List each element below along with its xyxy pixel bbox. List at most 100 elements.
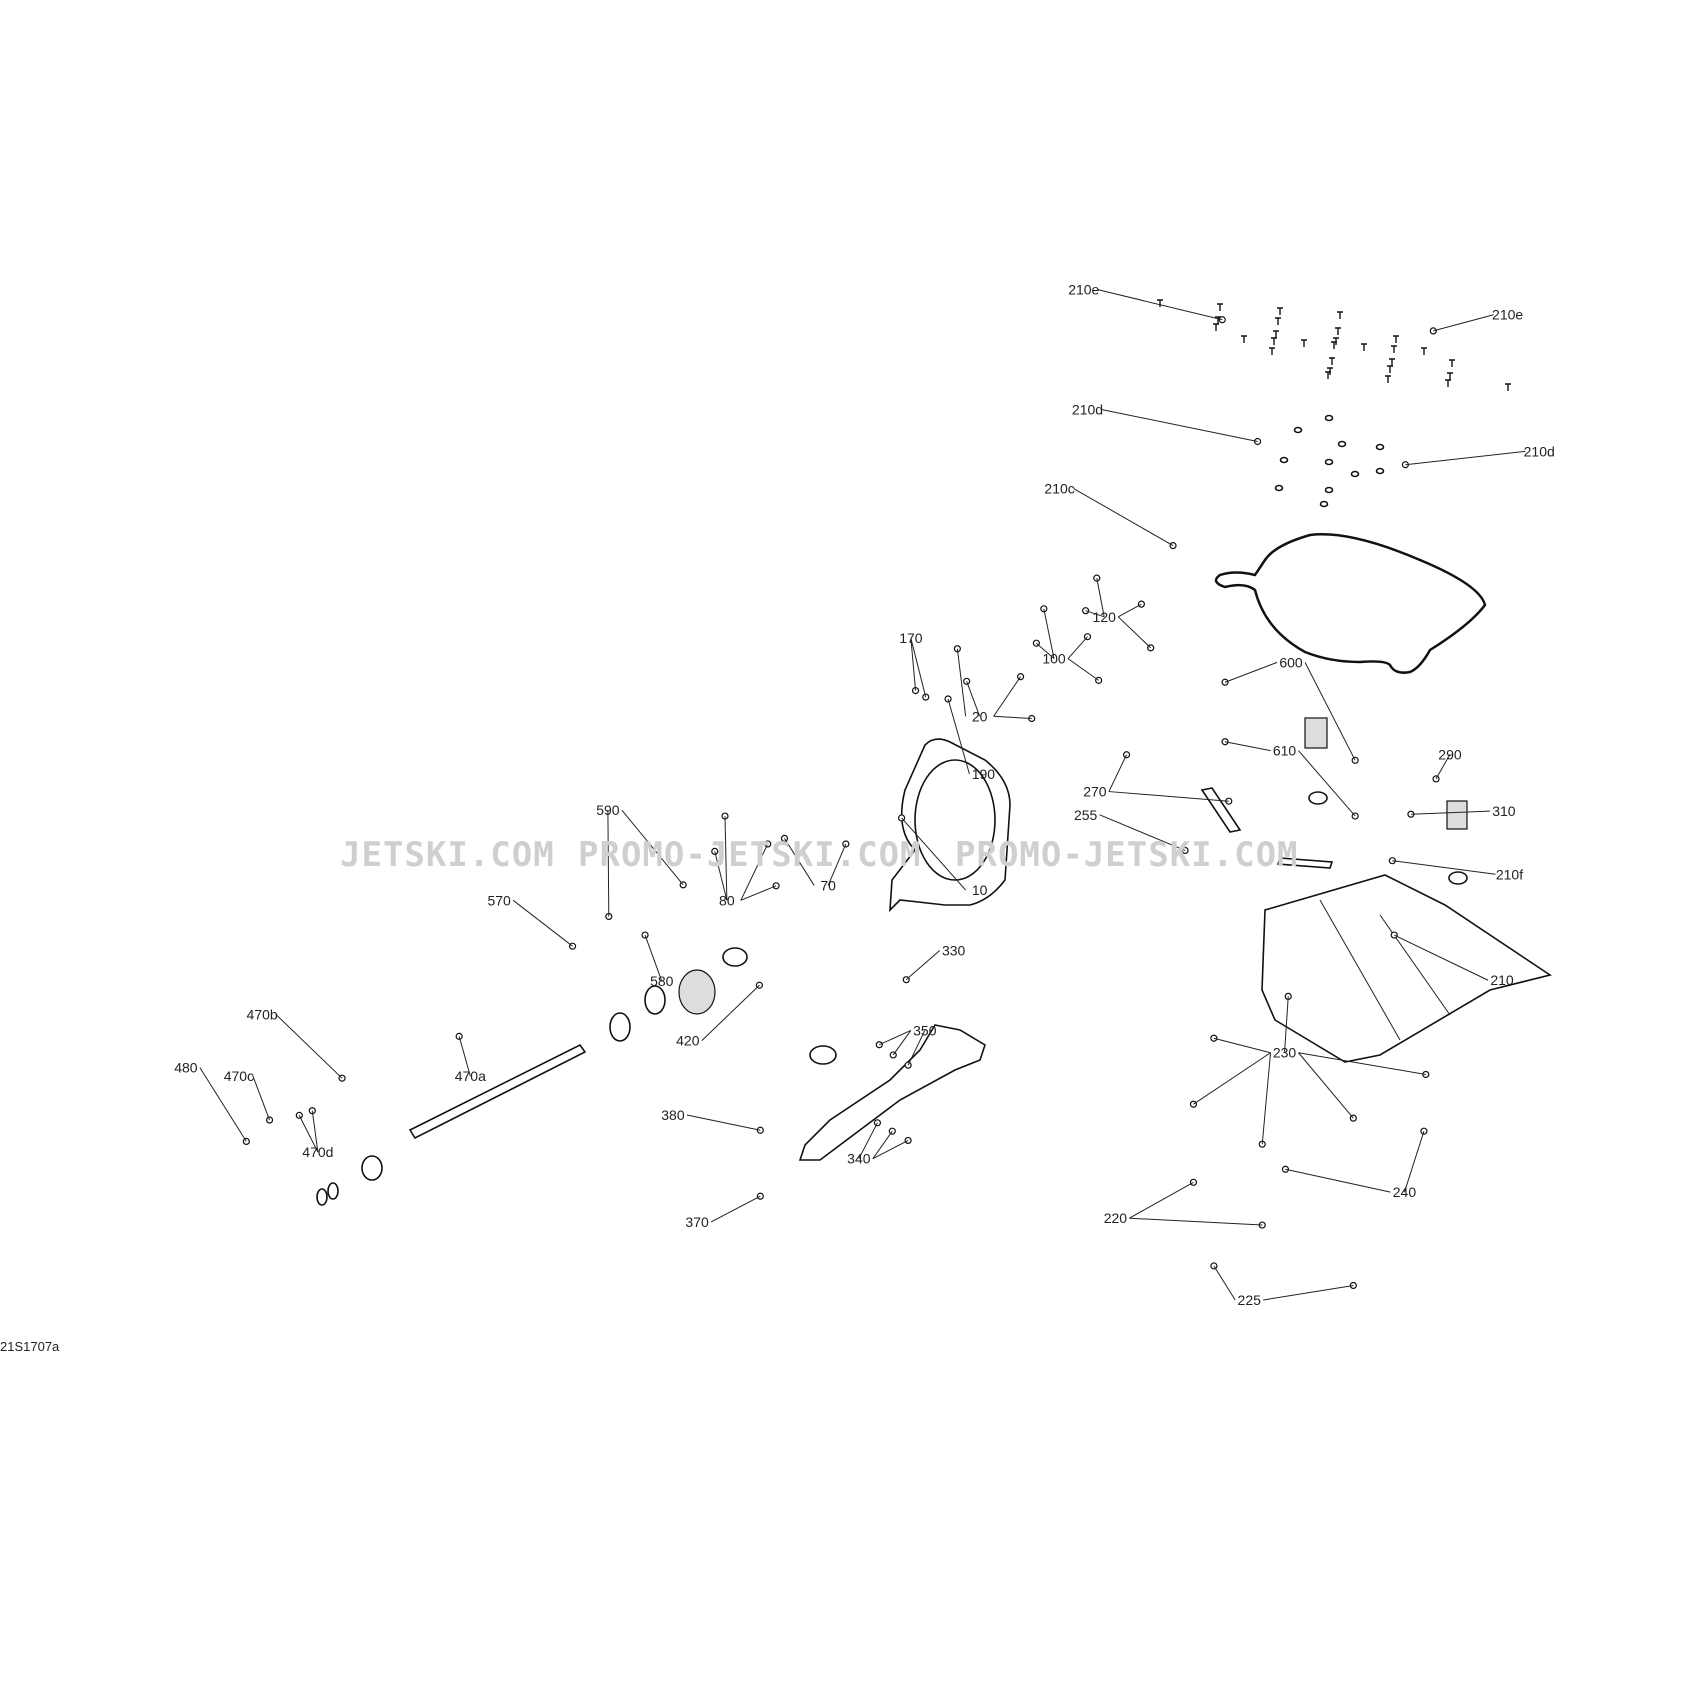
leader-line bbox=[1433, 314, 1494, 332]
screw-icon bbox=[1329, 357, 1335, 365]
callout-label: 220 bbox=[1104, 1210, 1128, 1226]
callout-label: 310 bbox=[1492, 803, 1516, 819]
callout-label: 170 bbox=[899, 630, 923, 646]
screw-icon bbox=[1505, 383, 1511, 391]
leader-line bbox=[710, 1195, 761, 1223]
leader-line bbox=[1193, 1052, 1271, 1105]
leader-line bbox=[1298, 1052, 1426, 1075]
watermark-text: JETSKI.COM bbox=[340, 835, 555, 875]
callout-label: 470a bbox=[455, 1068, 486, 1084]
screw-icon bbox=[1157, 299, 1163, 307]
leader-line bbox=[252, 1075, 271, 1121]
leader-line bbox=[901, 817, 967, 891]
leader-line bbox=[724, 816, 728, 901]
leader-line bbox=[1298, 1052, 1354, 1119]
callout-label: 370 bbox=[685, 1214, 709, 1230]
callout-label: 230 bbox=[1273, 1045, 1297, 1061]
leader-line bbox=[1099, 814, 1186, 851]
leader-line bbox=[686, 1114, 761, 1131]
washer-icon bbox=[1337, 440, 1347, 448]
leader-line bbox=[1224, 741, 1271, 752]
screw-icon bbox=[1337, 311, 1343, 319]
callout-label: 100 bbox=[1042, 651, 1066, 667]
leader-line bbox=[966, 681, 981, 717]
diagram-code: 21S1707a bbox=[0, 1339, 60, 1354]
leader-line bbox=[1043, 608, 1055, 659]
watermark-text: PROMO-JETSKI.COM bbox=[955, 835, 1299, 875]
watermark-text: PROMO-JETSKI.COM bbox=[578, 835, 922, 875]
leader-line bbox=[621, 809, 684, 886]
screw-icon bbox=[1217, 303, 1223, 311]
leader-line bbox=[947, 698, 970, 775]
screw-icon bbox=[1387, 365, 1393, 373]
callout-label: 210e bbox=[1068, 282, 1099, 298]
oring-470d bbox=[327, 1182, 339, 1200]
leader-line bbox=[1067, 636, 1088, 659]
screw-icon bbox=[1325, 371, 1331, 379]
leader-line bbox=[458, 1036, 471, 1077]
callout-label: 210c bbox=[1044, 481, 1074, 497]
callout-label: 470d bbox=[302, 1144, 333, 1160]
screw-icon bbox=[1331, 341, 1337, 349]
screw-icon bbox=[1361, 343, 1367, 351]
screw-icon bbox=[1389, 358, 1395, 366]
ride-plate-210 bbox=[1261, 874, 1552, 1063]
leader-line bbox=[1403, 1131, 1425, 1193]
leader-line bbox=[1213, 1037, 1271, 1054]
oring-610 bbox=[1448, 871, 1468, 885]
leader-line bbox=[827, 843, 847, 886]
washer-icon bbox=[1324, 414, 1334, 422]
leader-line bbox=[644, 934, 663, 982]
boot-580 bbox=[678, 969, 716, 1015]
leader-line bbox=[784, 838, 815, 886]
washer-icon bbox=[1279, 456, 1289, 464]
leader-line bbox=[1036, 642, 1055, 660]
callout-label: 225 bbox=[1238, 1292, 1262, 1308]
leader-line bbox=[1129, 1181, 1194, 1219]
leader-line bbox=[1435, 754, 1451, 780]
plug-600 bbox=[1304, 717, 1328, 749]
screw-icon bbox=[1275, 317, 1281, 325]
leader-line bbox=[910, 638, 927, 698]
callout-label: 210e bbox=[1492, 307, 1523, 323]
callout-label: 20 bbox=[972, 708, 988, 724]
leader-line bbox=[1117, 616, 1152, 649]
screw-icon bbox=[1393, 335, 1399, 343]
screw-icon bbox=[1241, 335, 1247, 343]
screw-icon bbox=[1271, 337, 1277, 345]
sticker-420 bbox=[809, 1045, 837, 1065]
leader-line bbox=[879, 1029, 912, 1046]
leader-line bbox=[1108, 754, 1127, 792]
leader-line bbox=[199, 1067, 247, 1142]
shaft-470a bbox=[408, 1043, 587, 1140]
strip-270 bbox=[1200, 787, 1242, 833]
callout-label: 610 bbox=[1273, 743, 1297, 759]
washer-icon bbox=[1375, 443, 1385, 451]
leader-line bbox=[1392, 860, 1496, 875]
leader-line bbox=[892, 1030, 912, 1056]
callout-label: 350 bbox=[913, 1022, 937, 1038]
seal-470b bbox=[361, 1155, 383, 1181]
leader-line bbox=[607, 810, 610, 917]
leader-line bbox=[1108, 791, 1229, 802]
screw-icon bbox=[1335, 327, 1341, 335]
leader-line bbox=[872, 1130, 893, 1159]
leader-lines bbox=[199, 289, 1526, 1301]
bearing-570 bbox=[609, 1012, 631, 1042]
leader-line bbox=[512, 899, 573, 947]
leader-line bbox=[1393, 934, 1489, 981]
screw-icon bbox=[1277, 307, 1283, 315]
screw-icon bbox=[1391, 345, 1397, 353]
screw-icon bbox=[1449, 359, 1455, 367]
leader-line bbox=[1085, 610, 1105, 618]
plate-seam bbox=[1379, 914, 1451, 1016]
leader-line bbox=[1224, 661, 1278, 683]
washer-icon bbox=[1350, 470, 1360, 478]
leader-line bbox=[1073, 488, 1174, 547]
leader-line bbox=[1285, 1168, 1391, 1193]
washer-icon bbox=[1324, 458, 1334, 466]
callout-label: 70 bbox=[820, 877, 836, 893]
screw-icon bbox=[1445, 379, 1451, 387]
screw-icon bbox=[1385, 375, 1391, 383]
